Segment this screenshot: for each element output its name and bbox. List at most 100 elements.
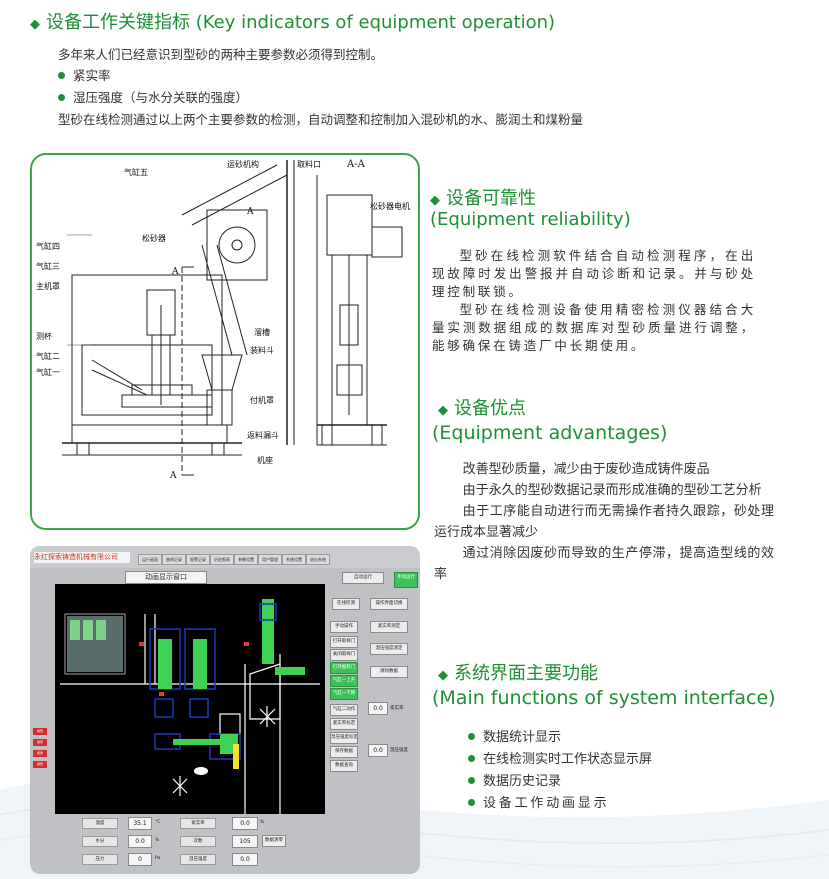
label-motor: 松砂器电机 — [370, 202, 410, 211]
hmi-tab[interactable]: 系统设置 — [282, 554, 306, 565]
hmi-panel-title: 动画显示窗口 — [125, 571, 207, 584]
section-title-key-indicators: ◆设备工作关键指标 (Key indicators of equipment o… — [30, 8, 555, 34]
label-hood: 主机罩 — [36, 282, 60, 291]
label-funnel: 返料漏斗 — [247, 431, 279, 440]
reliability-text: 型砂在线检测软件结合自动检测程序，在出现故障时发出警报并自动诊断和记录。并与砂处… — [432, 247, 756, 355]
drawing-lines — [62, 160, 403, 476]
bullet-dot-icon — [468, 799, 475, 806]
label-hopper: 装料斗 — [250, 346, 274, 355]
hmi-brand: 永红探索铸造机械有限公司 — [34, 552, 130, 563]
bullet-text: 紧实率 — [73, 68, 111, 83]
hmi-alarm-indicator: 报警 — [33, 750, 47, 757]
hmi-cyl1-down-button[interactable]: 气缸一下降 — [330, 688, 358, 700]
bullet-dot-icon — [468, 755, 475, 762]
hmi-strength-label: 湿压强度 — [180, 854, 216, 865]
hmi-compact-label: 紧实率 — [180, 818, 216, 829]
hmi-screenshot: 永红探索铸造机械有限公司 运行画面 曲线记录 报警记录 历史报表 参数设置 用户… — [30, 546, 420, 874]
section1-intro: 多年来人们已经意识到型砂的两种主要参数必须得到控制。 — [58, 47, 384, 62]
hmi-tab[interactable]: 参数设置 — [234, 554, 258, 565]
hmi-clear-button[interactable]: 清除数据 — [370, 666, 408, 678]
bullet-item: 紧实率 — [58, 65, 111, 84]
hmi-online-button[interactable]: 在线检测 — [332, 598, 360, 610]
hmi-strength-test-button[interactable]: 湿压强度测定 — [370, 643, 408, 655]
label-cylinder-1: 气缸一 — [36, 368, 60, 377]
hmi-moisture-label: 水分 — [82, 836, 118, 847]
hmi-tab[interactable]: 报警记录 — [186, 554, 210, 565]
hmi-temp-value: 35.1 — [128, 817, 152, 830]
hmi-push-door-button[interactable]: 打开推料门 — [330, 662, 358, 674]
hmi-tab[interactable]: 历史报表 — [210, 554, 234, 565]
bullet-dot-icon — [58, 94, 65, 101]
bullet-text: 在线检测实时工作状态显示屏 — [483, 752, 653, 767]
hmi-alarm-indicator: 报警 — [33, 739, 47, 746]
hmi-moisture-unit: % — [155, 838, 160, 843]
hmi-tab[interactable]: 退出系统 — [306, 554, 330, 565]
label-base: 机座 — [257, 456, 273, 465]
hmi-count-value: 105 — [232, 835, 258, 848]
hmi-temp-label: 温度 — [82, 818, 118, 829]
hmi-tab[interactable]: 曲线记录 — [162, 554, 186, 565]
section-title-text: 设备可靠性 — [446, 188, 536, 209]
bullet-text: 湿压强度（与水分关联的强度） — [73, 90, 249, 105]
hmi-auto-button[interactable]: 自动运行 — [342, 572, 384, 584]
label-section: A-A — [347, 159, 365, 170]
paragraph: 型砂在线检测软件结合自动检测程序，在出现故障时发出警报并自动诊断和记录。并与砂处… — [432, 248, 756, 299]
hmi-reset-button[interactable]: 数据清零 — [262, 835, 286, 847]
hmi-open-door-button[interactable]: 打开取样门 — [330, 636, 358, 648]
paragraph: 型砂在线检测设备使用精密检测仪器结合大量实测数据组成的数据库对型砂质量进行调整，… — [432, 302, 756, 353]
hmi-tab[interactable]: 运行画面 — [138, 554, 162, 565]
bullet-text: 数据历史记录 — [483, 774, 562, 789]
function-item: 设备工作动画显示 — [468, 792, 609, 811]
label-cylinder-2: 气缸二 — [36, 352, 60, 361]
paragraph: 由于工序能自动进行而无需操作者持久跟踪，砂处理运行成本显著减少 — [434, 504, 774, 540]
label-test-cup: 测杯 — [36, 332, 52, 341]
label-section-a: A — [172, 267, 179, 277]
hmi-value-1: 0.0 — [368, 702, 388, 715]
hmi-manual-button[interactable]: 手动运行 — [394, 572, 418, 588]
section-subtitle-advantages: (Equipment advantages) — [432, 422, 668, 444]
hmi-switch-button[interactable]: 操作界面切换 — [370, 598, 408, 610]
hmi-alarm-indicator: 报警 — [33, 728, 47, 735]
hmi-save-button[interactable]: 保存数据 — [330, 746, 358, 758]
hmi-cyl2-button[interactable]: 气缸二动作 — [330, 704, 358, 716]
paragraph: 由于永久的型砂数据记录而形成准确的型砂工艺分析 — [462, 483, 762, 498]
bullet-dot-icon — [58, 72, 65, 79]
section-title-text: 系统界面主要功能 — [454, 663, 598, 684]
label-section-a-bottom: A — [170, 471, 177, 481]
label-cylinder-4: 气缸四 — [36, 242, 60, 251]
bullet-item: 湿压强度（与水分关联的强度） — [58, 87, 248, 106]
advantages-list: 改善型砂质量，减少由于废砂造成铸件废品 由于永久的型砂数据记录而形成准确的型砂工… — [434, 459, 774, 585]
equipment-drawing: 气缸五 运砂机构 取料口 A-A 松砂器电机 松砂器 气缸四 气缸三 主机罩 A… — [30, 153, 420, 530]
diamond-icon: ◆ — [430, 193, 440, 208]
hmi-value-1-label: 紧实率 — [390, 706, 404, 711]
label-cylinder-3: 气缸三 — [36, 262, 60, 271]
hmi-query-button[interactable]: 数据查询 — [330, 760, 358, 772]
hmi-manual-op-button[interactable]: 手动操作 — [330, 621, 358, 633]
diamond-icon: ◆ — [438, 668, 448, 683]
hmi-animation-canvas — [55, 584, 325, 814]
hmi-extra-value: 0 — [128, 853, 152, 866]
paragraph: 通过消除因废砂而导致的生产停滞，提高造型线的效率 — [434, 546, 774, 582]
section-title-text: 设备工作关键指标 (Key indicators of equipment op… — [46, 12, 556, 33]
paragraph: 改善型砂质量，减少由于废砂造成铸件废品 — [462, 462, 710, 477]
hmi-compact-value: 0.0 — [232, 817, 258, 830]
hmi-cal-strength-button[interactable]: 湿压强度标定 — [330, 732, 358, 744]
section-title-functions: ◆ 系统界面主要功能 — [438, 659, 598, 685]
hmi-close-door-button[interactable]: 关闭取样门 — [330, 649, 358, 661]
function-item: 在线检测实时工作状态显示屏 — [468, 748, 652, 767]
hmi-strength-value: 0.0 — [232, 853, 258, 866]
hmi-cyl1-up-button[interactable]: 气缸一上升 — [330, 675, 358, 687]
hmi-compact-test-button[interactable]: 紧实率测定 — [370, 621, 408, 633]
hmi-tab[interactable]: 用户管理 — [258, 554, 282, 565]
hmi-alarm-indicator: 报警 — [33, 761, 47, 768]
hmi-extra-label: 压力 — [82, 854, 118, 865]
section-title-reliability: ◆ 设备可靠性 — [430, 184, 536, 210]
hmi-value-2-label: 湿压强度 — [390, 748, 408, 753]
hmi-cal-compact-button[interactable]: 紧实率标定 — [330, 718, 358, 730]
hmi-moisture-value: 0.0 — [128, 835, 152, 848]
hmi-count-label: 次数 — [180, 836, 216, 847]
label-chute: 溜槽 — [254, 328, 270, 337]
label-loosener: 松砂器 — [142, 234, 166, 243]
label-conveyor: 运砂机构 — [227, 160, 259, 169]
label-shell: 付机罩 — [250, 396, 274, 405]
